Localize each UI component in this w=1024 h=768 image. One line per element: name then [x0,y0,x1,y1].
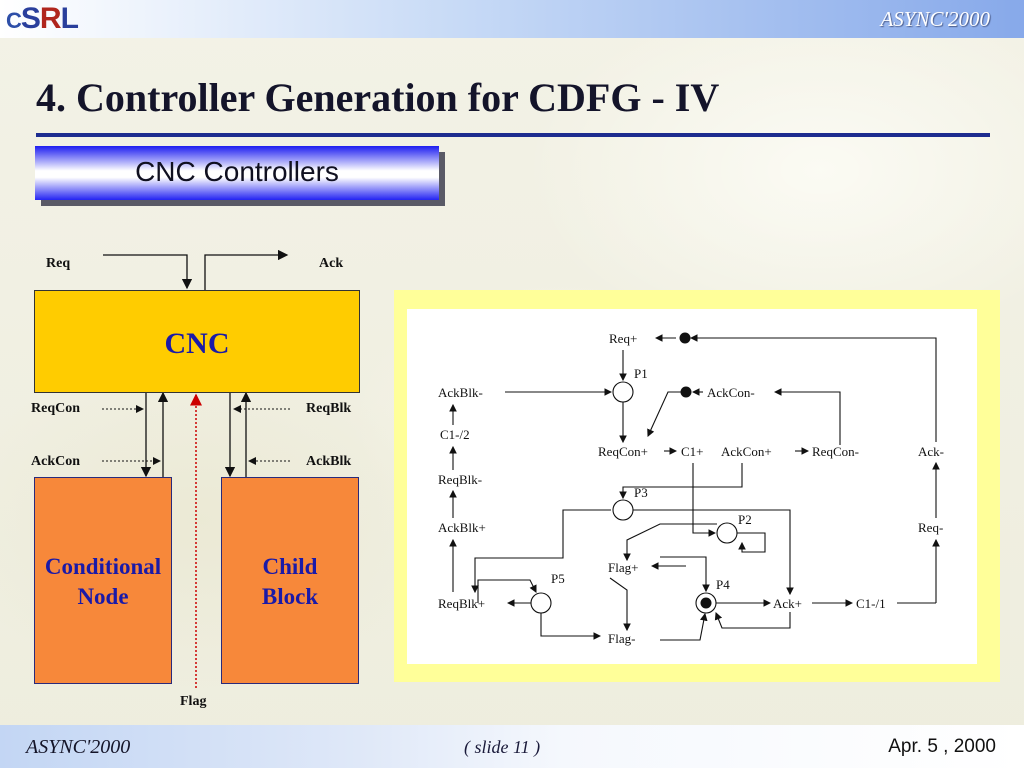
cnc-label: CNC [164,327,230,360]
pn-ackblk-plus: AckBlk+ [438,520,486,535]
pn-reqcon-plus: ReqCon+ [598,444,648,459]
child-label-line2: Block [261,584,319,609]
pn-flag-minus: Flag- [608,631,635,646]
pn-ack-minus: Ack- [918,444,944,459]
flag-label: Flag [180,694,207,709]
subtitle-text: CNC Controllers [135,156,339,187]
pn-ackblk-minus: AckBlk- [438,385,483,400]
pn-p5: P5 [551,571,565,586]
place-p3 [612,499,634,521]
ack-label: Ack [319,256,344,271]
csrl-logo: CSRL [6,2,79,36]
subtitle-box: CNC Controllers [35,146,439,200]
place-p1 [612,381,634,403]
req-label: Req [46,256,71,271]
footer-bar: ASYNC'2000 ( slide 11 ) Apr. 5 , 2000 [0,725,1024,768]
pn-c1-1: C1-/1 [856,596,886,611]
reqcon-label: ReqCon [31,401,81,416]
child-label-line1: Child [262,554,318,579]
pn-req-minus: Req- [918,520,943,535]
ackblk-label: AckBlk [306,454,352,469]
pn-ackcon-minus: AckCon- [707,385,755,400]
place-p2 [716,522,738,544]
pn-ack-plus: Ack+ [773,596,802,611]
header-conference: ASYNC'2000 [880,7,990,31]
title-underline [36,133,990,137]
logo-r: R [39,2,62,35]
pn-ackcon-plus: AckCon+ [721,444,772,459]
pn-c1-plus: C1+ [681,444,704,459]
pn-p1: P1 [634,366,648,381]
logo-c: C [6,8,22,33]
token-p4 [700,597,712,609]
token-ackcon [680,386,692,398]
conditional-label-line1: Conditional [44,554,162,579]
conditional-label-line2: Node [77,584,129,609]
pn-reqblk-plus: ReqBlk+ [438,596,485,611]
pn-flag-plus: Flag+ [608,560,638,575]
child-block: Child Block [221,477,359,684]
footer-conference: ASYNC'2000 [26,736,131,758]
slide-title: 4. Controller Generation for CDFG - IV [36,75,720,120]
pn-reqcon-minus: ReqCon- [812,444,859,459]
token-req [679,332,691,344]
pn-req-plus: Req+ [609,331,637,346]
ackcon-label: AckCon [31,454,81,469]
reqblk-label: ReqBlk [306,401,352,416]
pn-p3: P3 [634,485,648,500]
pn-c1-half: C1-/2 [440,427,470,442]
cnc-block: CNC [34,290,360,393]
header-bar: CSRL ASYNC'2000 [0,0,1024,38]
footer-date: Apr. 5 , 2000 [888,736,996,757]
pn-p4: P4 [716,577,730,592]
place-p5 [530,592,552,614]
footer-slide-number: ( slide 11 ) [464,737,541,757]
pn-reqblk-minus: ReqBlk- [438,472,482,487]
logo-l: L [60,2,79,35]
pn-p2: P2 [738,512,752,527]
logo-s: S [20,2,41,35]
conditional-node-block: Conditional Node [34,477,172,684]
